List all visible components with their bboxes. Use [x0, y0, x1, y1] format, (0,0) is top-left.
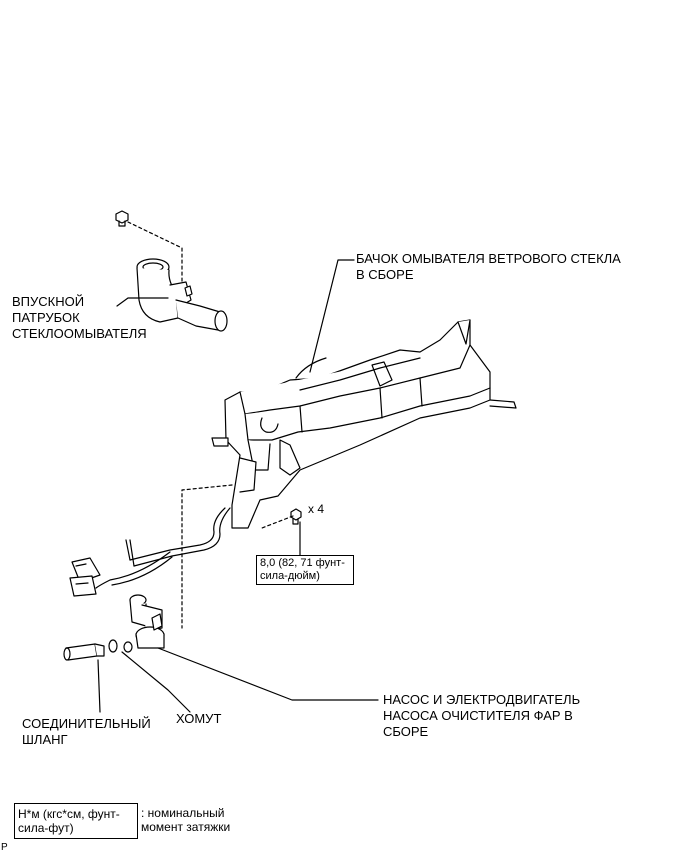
clamp-leader — [121, 651, 191, 713]
pump-label: НАСОС И ЭЛЕКТРОДВИГАТЕЛЬ НАСОСА ОЧИСТИТЕ… — [383, 692, 581, 739]
wire-harness — [69, 507, 231, 597]
footer-code: P — [1, 842, 8, 853]
clamp-label: ХОМУТ — [176, 711, 222, 726]
legend-box-text: Н*м (кгс*см, фунт- сила-фут) — [18, 807, 120, 835]
connecting-hose — [63, 643, 105, 661]
torque-value: 8,0 (82, 71 фунт- сила-дюйм) — [260, 557, 345, 582]
torque-box: 8,0 (82, 71 фунт- сила-дюйм) — [256, 555, 354, 585]
pump-motor — [129, 594, 165, 649]
washer-inlet-part — [136, 258, 228, 332]
inlet-label: ВПУСКНОЙ ПАТРУБОК СТЕКЛООМЫВАТЕЛЯ — [12, 294, 147, 341]
tank-leader — [309, 259, 355, 373]
inlet-bolt — [115, 210, 129, 227]
inlet-leader — [116, 297, 169, 307]
legend-description: : номинальный момент затяжки — [141, 806, 231, 834]
hose-leader — [97, 659, 101, 713]
bolt-dashed-guide — [261, 515, 294, 529]
quantity-label: x 4 — [308, 502, 325, 516]
pump-dashed-guide — [181, 484, 233, 629]
hose-clamp — [108, 639, 133, 653]
tank-label: БАЧОК ОМЫВАТЕЛЯ ВЕТРОВОГО СТЕКЛА В СБОРЕ — [356, 251, 621, 282]
hose-label: СОЕДИНИТЕЛЬНЫЙ ШЛАНГ — [22, 716, 151, 747]
washer-tank — [211, 319, 517, 529]
pump-leader — [157, 647, 379, 701]
inlet-dashed-guide — [127, 221, 183, 291]
legend-box: Н*м (кгс*см, фунт- сила-фут) — [14, 803, 138, 839]
